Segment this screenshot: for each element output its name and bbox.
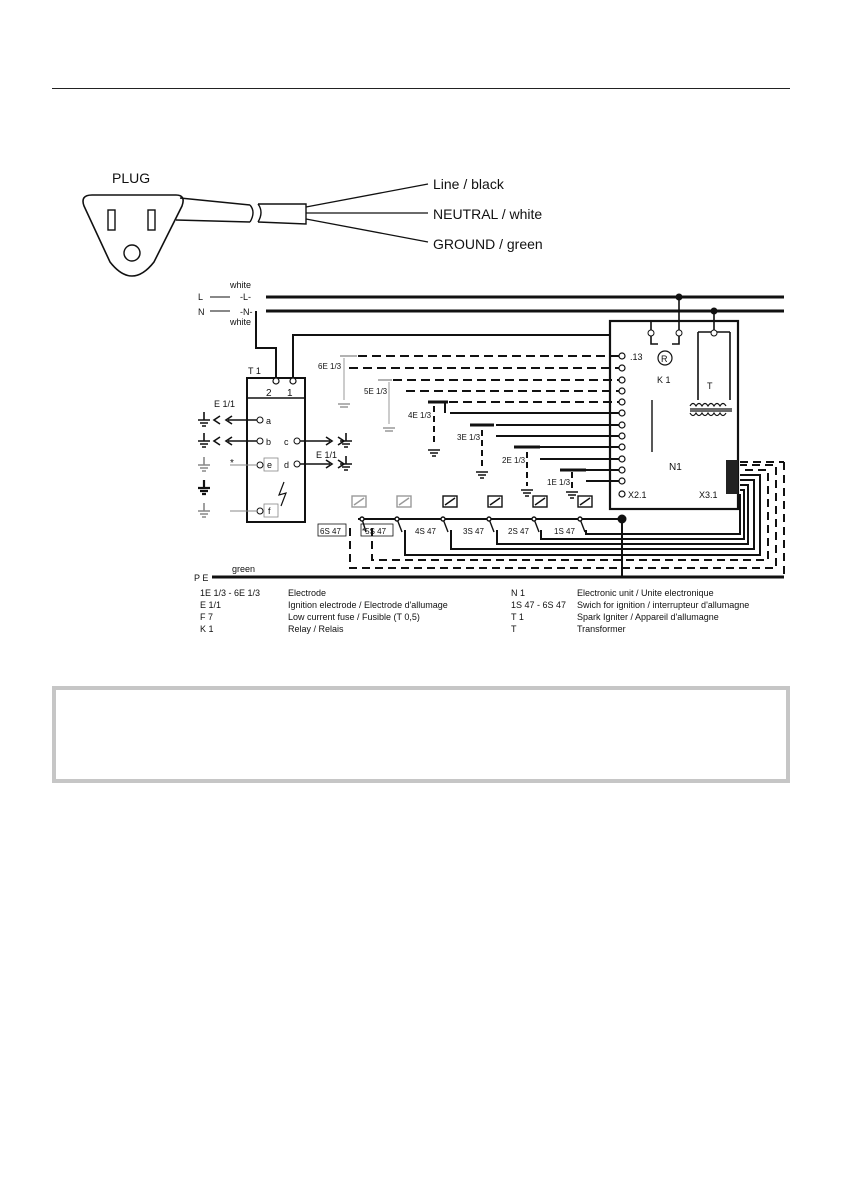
plug-title: PLUG <box>112 170 150 186</box>
unit-name: N1 <box>669 462 682 473</box>
transformer-label: T <box>707 381 713 391</box>
notice-box <box>52 686 790 783</box>
plug-section: PLUG Line / black NEUTRAL / white GROUND… <box>82 170 543 277</box>
relay-K1-symbol <box>657 350 673 366</box>
legend-code-1: E 1/1 <box>200 600 221 610</box>
electrode-grounds <box>338 403 578 499</box>
igniter-T1: T 1 2 1 a b c e d * f E 1/1 E 1/1 <box>214 366 337 523</box>
igniter-terminal-f: f <box>268 506 271 516</box>
legend-text-7: Transformer <box>577 624 626 634</box>
legend-code-6: T 1 <box>511 612 524 622</box>
connector-X31 <box>726 460 738 494</box>
relay-letter: R <box>661 354 668 364</box>
rail-label-white-bottom: white <box>229 317 251 327</box>
igniter-outputs <box>198 412 352 518</box>
rail-label-white-top: white <box>229 280 251 290</box>
plug-wire-ground <box>305 218 429 243</box>
legend-text-5: Swich for ignition / interrupteur d'allu… <box>577 600 749 610</box>
switch-label-3: 3S 47 <box>463 527 484 536</box>
switch-contacts <box>359 516 586 533</box>
unit-x31: X3.1 <box>699 490 718 500</box>
plug-blade-right <box>147 209 156 231</box>
rail-label-green: green <box>232 564 255 574</box>
igniter-terminal-e: e <box>267 460 272 470</box>
switch-label-4: 4S 47 <box>415 527 436 536</box>
plug-wire-line <box>305 183 429 208</box>
spark-symbol <box>278 481 287 507</box>
switch-label-2: 2S 47 <box>508 527 529 536</box>
legend-code-0: 1E 1/3 - 6E 1/3 <box>200 588 260 598</box>
igniter-e11-right: E 1/1 <box>316 450 337 460</box>
electronic-unit-N1: R K 1 T .13 N1 X2.1 X3.1 <box>608 297 740 511</box>
legend-text-6: Spark Igniter / Appareil d'allumagne <box>577 612 719 622</box>
igniter-pin2: 2 <box>266 388 272 399</box>
rail-label-N: N <box>198 307 205 317</box>
legend-code-2: F 7 <box>200 612 213 622</box>
igniter-terminal-d: d <box>284 460 289 470</box>
relay-name: K 1 <box>657 375 671 385</box>
legend-code-5: 1S 47 - 6S 47 <box>511 600 566 610</box>
igniter-pin1: 1 <box>287 388 293 399</box>
coil-row <box>351 495 593 508</box>
electrode-label-1: 1E 1/3 <box>547 478 571 487</box>
legend-code-7: T <box>511 624 517 634</box>
unit-pin13: .13 <box>630 352 643 362</box>
igniter-terminal-a: a <box>266 416 271 426</box>
legend-text-1: Ignition electrode / Electrode d'allumag… <box>288 600 448 610</box>
legend-text-3: Relay / Relais <box>288 624 344 634</box>
igniter-name: T 1 <box>248 366 261 376</box>
electrode-lines <box>343 355 620 490</box>
legend: 1E 1/3 - 6E 1/3 Electrode E 1/1 Ignition… <box>200 588 749 634</box>
electrode-label-2: 2E 1/3 <box>502 456 526 465</box>
switch-label-1: 1S 47 <box>554 527 575 536</box>
plug-wire-label-neutral: NEUTRAL / white <box>433 206 542 222</box>
electrode-label-6: 6E 1/3 <box>318 362 342 371</box>
unit-x21: X2.1 <box>628 490 647 500</box>
igniter-feeders <box>255 311 610 381</box>
header-rule <box>52 88 790 89</box>
legend-text-0: Electrode <box>288 588 326 598</box>
switch-labels: 6S 47 *5S 47 4S 47 3S 47 2S 47 1S 47 <box>317 523 575 537</box>
unit-box <box>608 319 740 511</box>
plug-body-outline <box>82 194 184 277</box>
igniter-star: * <box>230 458 234 469</box>
rail-tag-L: -L- <box>240 292 251 302</box>
igniter-terminal-c: c <box>284 437 289 447</box>
switch-label-6: 6S 47 <box>320 527 341 536</box>
electrode-labels: 6E 1/3 5E 1/3 4E 1/3 3E 1/3 2E 1/3 1E 1/… <box>318 362 571 487</box>
igniter-box <box>246 377 306 523</box>
igniter-e11-left: E 1/1 <box>214 399 235 409</box>
plug-ground-pin <box>123 244 141 262</box>
wiring-diagram: PLUG Line / black NEUTRAL / white GROUND… <box>82 170 785 634</box>
plug-wire-label-line: Line / black <box>433 176 505 192</box>
rail-tag-N: -N- <box>240 307 253 317</box>
legend-code-4: N 1 <box>511 588 525 598</box>
electrode-label-3: 3E 1/3 <box>457 433 481 442</box>
legend-text-4: Electronic unit / Unite electronique <box>577 588 714 598</box>
plug-blade-left <box>107 209 116 231</box>
transformer-T <box>689 402 732 417</box>
rail-label-PE: P E <box>194 573 208 583</box>
igniter-terminal-b: b <box>266 437 271 447</box>
electrode-label-5: 5E 1/3 <box>364 387 388 396</box>
rail-label-L: L <box>198 292 203 302</box>
plug-cord <box>175 197 307 225</box>
electrode-label-4: 4E 1/3 <box>408 411 432 420</box>
electrode-probes <box>340 355 586 472</box>
switch-label-5: *5S 47 <box>362 527 387 536</box>
legend-text-2: Low current fuse / Fusible (T 0,5) <box>288 612 420 622</box>
supply-rails: white L -L- N -N- white green P E <box>194 280 784 583</box>
plug-wire-label-ground: GROUND / green <box>433 236 543 252</box>
legend-code-3: K 1 <box>200 624 214 634</box>
